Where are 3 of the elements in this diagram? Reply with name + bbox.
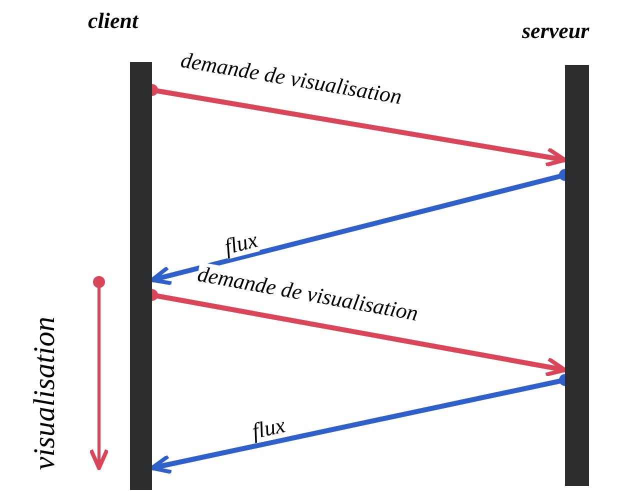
lifeline-heading: client bbox=[88, 8, 138, 34]
lifeline-heading: serveur bbox=[522, 18, 590, 44]
axis-label: visualisation bbox=[28, 316, 62, 470]
